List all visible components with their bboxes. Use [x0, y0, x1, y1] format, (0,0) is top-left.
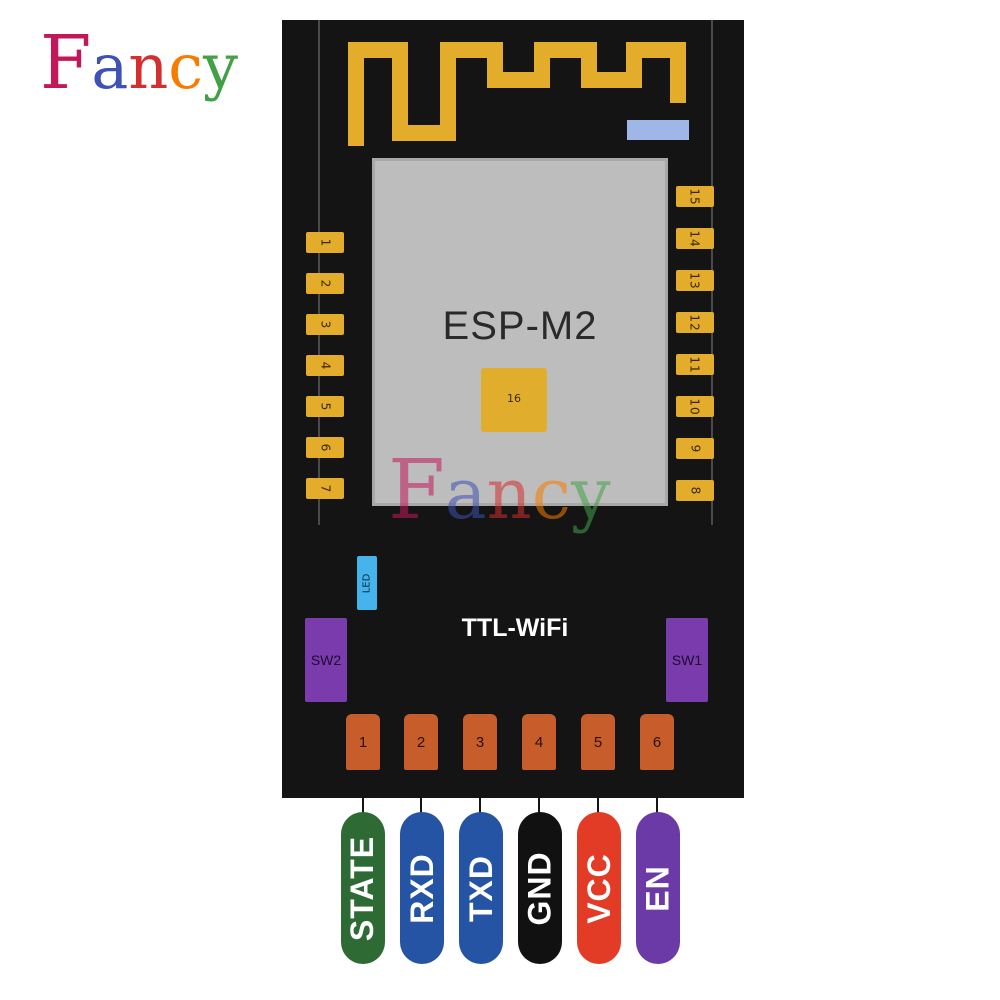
right-pad: 8 — [676, 480, 714, 501]
wifi-antenna-icon — [348, 42, 686, 146]
left-pad: 6 — [306, 437, 344, 458]
pin-label-rxd: RXD — [400, 812, 444, 964]
pin-lead — [656, 770, 658, 816]
header-pin: 5 — [581, 714, 615, 770]
led-indicator: LED — [357, 556, 377, 610]
pin-lead — [479, 770, 481, 816]
chip-name: ESP-M2 — [442, 304, 598, 348]
pin-label-vcc: VCC — [577, 812, 621, 964]
pin-lead — [362, 770, 364, 816]
switch-sw2: SW2 — [305, 618, 347, 702]
brand-letter: a — [91, 30, 129, 103]
right-pad: 13 — [676, 270, 714, 291]
pin-lead — [538, 770, 540, 816]
left-pad: 1 — [306, 232, 344, 253]
header-pin: 1 — [346, 714, 380, 770]
pin-label-txd: TXD — [459, 812, 503, 964]
led-label: LED — [361, 573, 373, 593]
right-pad: 15 — [676, 186, 714, 207]
left-pad: 5 — [306, 396, 344, 417]
brand-letter: n — [128, 30, 169, 103]
right-pad: 9 — [676, 438, 714, 459]
board-title: TTL-WiFi — [461, 614, 569, 642]
chip-center-pad-label: 16 — [507, 392, 521, 405]
right-pad: 10 — [676, 396, 714, 417]
pin-label-gnd: GND — [518, 812, 562, 964]
brand-letter: F — [40, 20, 92, 106]
pin-lead — [420, 770, 422, 816]
pin-label-state: STATE — [341, 812, 385, 964]
header-pin: 4 — [522, 714, 556, 770]
left-pad: 2 — [306, 273, 344, 294]
right-pad: 12 — [676, 312, 714, 333]
brand-letter: y — [203, 30, 239, 103]
pin-lead — [597, 770, 599, 816]
header-pin: 2 — [404, 714, 438, 770]
left-pad: 3 — [306, 314, 344, 335]
brand-logo: Fancy — [40, 26, 238, 100]
right-pad: 14 — [676, 228, 714, 249]
header-pin: 3 — [463, 714, 497, 770]
left-pad: 4 — [306, 355, 344, 376]
brand-letter: c — [168, 30, 203, 103]
switch-sw1: SW1 — [666, 618, 708, 702]
header-pin: 6 — [640, 714, 674, 770]
right-pad: 11 — [676, 354, 714, 375]
left-pad: 7 — [306, 478, 344, 499]
rf-pad — [627, 120, 689, 140]
board-trace-left — [318, 20, 320, 525]
esp-chip — [372, 158, 668, 506]
pin-label-en: EN — [636, 812, 680, 964]
brand-watermark: Fancy — [388, 443, 611, 538]
chip-center-pad — [481, 368, 547, 432]
